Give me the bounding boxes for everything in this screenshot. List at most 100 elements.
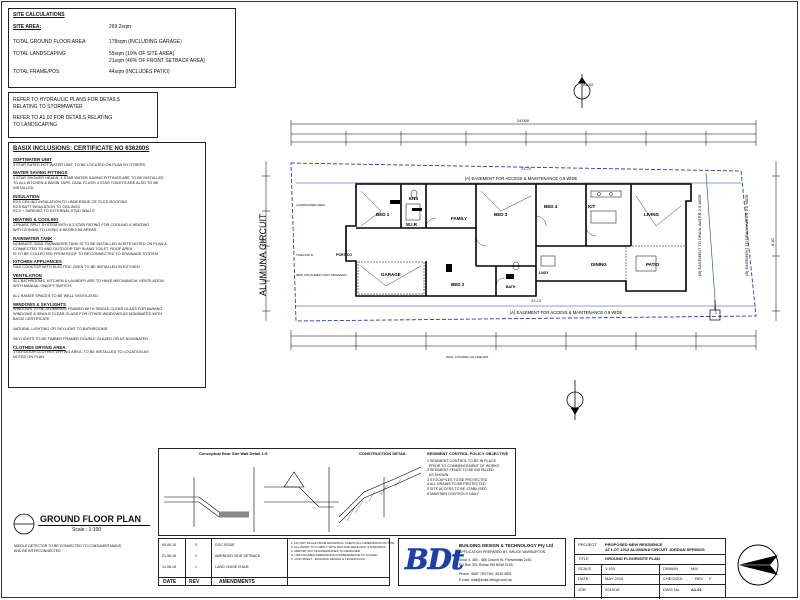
plan-title-block: GROUND FLOOR PLAN Scale : 1:100 xyxy=(12,512,152,542)
room-wir: W.I.R xyxy=(406,222,418,227)
frame-pos-label: TOTAL FRAME/POS xyxy=(13,69,60,75)
dim-left-side: 8.20 xyxy=(260,237,265,246)
street-name-label: ALUMUNA CIRCUIT xyxy=(258,213,268,296)
sediment-note: 4 ALL DRAINS TO BE PROTECTED xyxy=(427,482,486,487)
company-logo: BDt xyxy=(405,543,464,577)
landscaping-value: 55sqm (19% OF SITE AREA) 21sqm (46% OF F… xyxy=(109,51,206,64)
section-detail-drawing xyxy=(164,466,422,532)
easement-bottom-label: (A) EASEMENT FOR ACCESS & MAINTENANCE 0.… xyxy=(510,310,623,315)
dim-lot-top: 33.25 xyxy=(521,166,532,171)
easement-top-label: (A) EASEMENT FOR ACCESS & MAINTENANCE 0.… xyxy=(465,176,578,181)
easement-side-label: (B) EASEMENT TO DRAIN WATER 2.0 WIDE xyxy=(697,194,702,276)
plan-title-marker xyxy=(13,513,35,535)
basix-section-heading: WINDOWS & SKYLIGHTS xyxy=(13,301,66,307)
checked-label: CHECKED xyxy=(663,576,683,581)
floor-plan: (A) EASEMENT FOR ACCESS & MAINTENANCE 0.… xyxy=(258,118,780,359)
dwg-value: A1.01 xyxy=(691,587,702,592)
company-address: Shop 4, 480 - 486 Church St. Parramatta … xyxy=(459,558,533,567)
room-ens: ENS xyxy=(409,196,418,201)
room-kit: KIT xyxy=(588,204,596,209)
revision-desc: DOC ISSUE xyxy=(215,543,235,547)
basix-section-body: 3 STAR RATED HOT WATER UNIT. TO BE LOCAT… xyxy=(13,162,146,167)
title-value: GROUND FLOOR/SITE PLAN xyxy=(605,556,660,561)
sediment-note: 3 STOCKPILES TO BE PROTECTED xyxy=(427,477,488,482)
detail-mid-title: CONSTRUCTION DETAIL xyxy=(359,451,407,456)
job-value: 2015/18 xyxy=(605,587,620,592)
sediment-note: PRIOR TO COMMENCEMENT OF WORKS xyxy=(427,463,500,468)
basix-section-heading: HEATING & COOLING xyxy=(13,217,59,223)
detail-left-title: Conceptual Rear Site Wall Detail 1:5 xyxy=(199,451,268,456)
sediment-note: AS SHOWN xyxy=(427,473,449,478)
basix-section-heading: INSULATION xyxy=(13,193,40,199)
dim-lot-bottom: 33.25 xyxy=(531,298,542,303)
basix-section-heading: RAINWATER TANK xyxy=(13,235,53,241)
rev-label: REV xyxy=(695,576,704,581)
room-dining: DINING xyxy=(591,262,607,267)
basix-section-body: ALL BATHROOMS, KITCHEN & LAUNDRY ARE TO … xyxy=(13,278,164,298)
sediment-notes: 1 SEDIMENT CONTROL TO BE IN PLACE PRIOR … xyxy=(427,459,499,496)
landscaping-note: REFER TO A1.02 FOR DETAILS RELATING TO L… xyxy=(13,115,113,128)
basix-title: BASIX INCLUSIONS: CERTIFICATE NO 636200S xyxy=(13,146,150,152)
revision-date: 06.09.15 xyxy=(162,543,176,547)
company-email: E-mail: mail@build-design.com.au xyxy=(459,578,513,582)
revision-date: 14.08.15 xyxy=(162,565,176,569)
title-block: PROJECT PROPOSED NEW RESIDENCE AT LOT 10… xyxy=(574,538,726,599)
basix-section-body: 1 PHASE SPLIT SYSTEM WITH A 3 STAR RATIN… xyxy=(13,223,150,233)
site-calculations-panel: SITE CALCULATIONS SITE AREA: 269.2sqm TO… xyxy=(8,8,236,88)
scale-value: 1:100 xyxy=(605,566,616,571)
revision-disclaimer: 1. DO NOT SCALE FROM DRAWINGS. CHECK ALL… xyxy=(291,541,395,562)
smoke-detector-note: MIDDLE DETECTOR TO BE CONNECTED TO CONSU… xyxy=(14,544,122,553)
basix-section-heading: CLOTHES DRYING AREA xyxy=(13,344,66,350)
section-marker-top xyxy=(573,74,591,108)
revision-date: 21.08.15 xyxy=(162,554,176,558)
room-bed1: BED 1 xyxy=(376,212,390,217)
north-arrow-icon xyxy=(737,544,779,586)
sediment-note: 6 MAINTAIN CONTROLS DAILY xyxy=(427,491,479,496)
room-bath: BATH xyxy=(506,285,516,289)
section-marker-label: A1.02 xyxy=(583,82,594,87)
section-details-panel: Conceptual Rear Site Wall Detail 1:5 CON… xyxy=(158,448,516,536)
scale-label: SCALE xyxy=(578,566,592,571)
hydraulic-note: REFER TO HYDRAULIC PLANS FOR DETAILS REL… xyxy=(13,97,120,110)
basix-section-body: 3 STAR SHOWER HEADS. 4 STAR WATER SAVING… xyxy=(13,176,164,190)
sediment-note: 5 SITE ACCESS TO BE STABILISED xyxy=(427,487,487,492)
basix-section-heading: VENTILATION xyxy=(13,273,42,279)
title-label: TITLE xyxy=(578,556,589,561)
site-area-value: 269.2sqm xyxy=(109,24,131,30)
room-living: LIVING xyxy=(644,212,660,217)
dwg-label: DWG No. xyxy=(663,587,681,592)
revision-desc: LAND LEASE ISSUE xyxy=(215,565,249,569)
company-phone: Phone: 9687 790 FAX: 9630 4891 xyxy=(459,572,512,576)
dim-right-side: 8.20 xyxy=(770,237,775,246)
basix-section-body: WINDOWS TO BE ALUMINIUM FRAMED WITH SING… xyxy=(13,307,163,341)
section-marker-bottom xyxy=(566,380,584,420)
rev-value: F xyxy=(709,576,712,581)
rev-header-desc: AMENDMENTS xyxy=(219,579,255,585)
revision-rev: 3 xyxy=(195,543,197,547)
basix-section-body: 1 OUTDOOR CLOTHES DRYING AREA. TO BE INS… xyxy=(13,350,149,360)
drawn-label: DRAWN xyxy=(663,566,678,571)
room-lndy: LNDY xyxy=(539,271,549,275)
revision-rev: 1 xyxy=(195,565,197,569)
basix-panel: BASIX INCLUSIONS: CERTIFICATE NO 636200S… xyxy=(8,142,206,388)
basix-section-body: R3.0 CEILING INSULATION TO UNDERSIDE OF … xyxy=(13,199,128,214)
basix-section-body: GAS COOKTOP WITH ELECTRIC OVEN TO BE INS… xyxy=(13,265,140,270)
tiled-path-label: TILED PATH xyxy=(296,253,313,257)
sediment-note: 2 SEDIMENT FENCE TO BE INSTALLED xyxy=(427,468,494,473)
drawn-value: MM xyxy=(691,566,698,571)
room-patio: PATIO xyxy=(646,262,660,267)
company-sub: APPLICATION PREPARED BY: BRUCE WARBURTON xyxy=(459,550,546,554)
plan-title: GROUND FLOOR PLAN xyxy=(40,514,141,524)
room-family: FAMILY xyxy=(451,216,467,221)
sediment-note: 1 SEDIMENT CONTROL TO BE IN PLACE xyxy=(427,459,496,463)
detail-right-title: SEDIMENT CONTROL POLICY OBJECTIVE xyxy=(427,451,509,456)
easement-side-label-2: (B) EASEMENT TO DRAIN WATER 2.0 WIDE xyxy=(744,194,749,276)
basix-section-heading: SOFTWATER UNIT xyxy=(13,156,52,162)
hydraulic-notes-panel: REFER TO HYDRAULIC PLANS FOR DETAILS REL… xyxy=(8,92,158,138)
revision-rev: 2 xyxy=(195,554,197,558)
wall-label: WALL LOCATED ON LINE MAT xyxy=(446,355,489,359)
job-label: JOB xyxy=(578,587,586,592)
